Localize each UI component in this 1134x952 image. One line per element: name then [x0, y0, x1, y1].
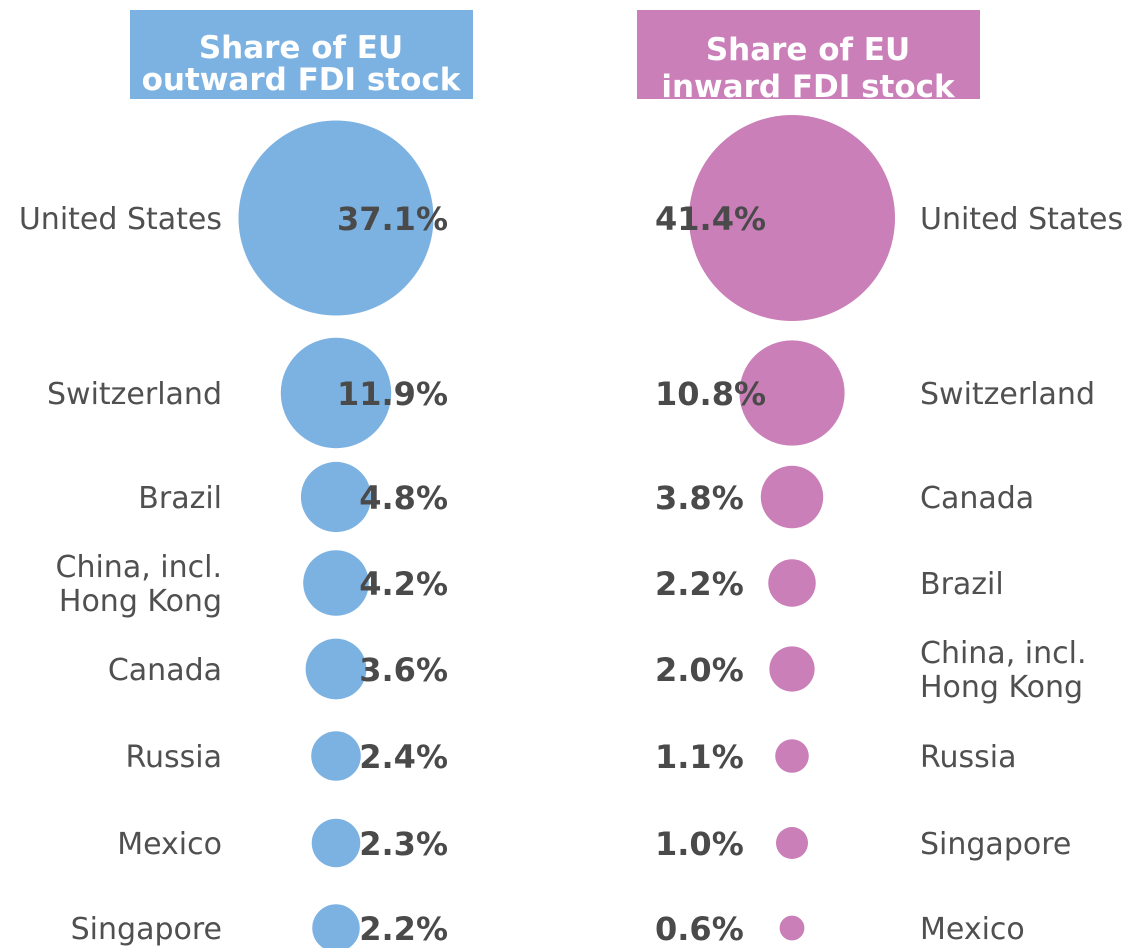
- outward-country-label-china-incl-hong-kong-line-2: Hong Kong: [59, 584, 222, 619]
- inward-bubble-mexico: [779, 915, 805, 941]
- outward-bubble-russia: [311, 731, 361, 781]
- inward-country-label-united-states: United States: [920, 202, 1123, 237]
- outward-country-label-united-states: United States: [19, 202, 222, 237]
- inward-value-label-mexico: 0.6%: [655, 910, 744, 948]
- outward-country-label-russia: Russia: [126, 740, 223, 775]
- outward-value-label-russia: 2.4%: [359, 738, 448, 776]
- inward-bubble-united-states: [689, 115, 895, 321]
- inward-country-label-singapore: Singapore: [920, 827, 1071, 862]
- inward-country-label-mexico: Mexico: [920, 912, 1025, 947]
- outward-bubble-switzerland: [280, 337, 392, 449]
- outward-country-label-brazil: Brazil: [138, 481, 222, 516]
- inward-country-label-switzerland: Switzerland: [920, 377, 1095, 412]
- inward-country-label-russia: Russia: [920, 740, 1017, 775]
- inward-value-label-china-incl-hong-kong: 2.0%: [655, 651, 744, 689]
- inward-bubble-russia: [775, 739, 809, 773]
- outward-country-label-canada: Canada: [108, 653, 222, 688]
- outward-country-label-mexico: Mexico: [117, 827, 222, 862]
- inward-header-title-line-1: Share of EU: [706, 32, 910, 68]
- inward-country-label-brazil: Brazil: [920, 567, 1004, 602]
- outward-value-label-singapore: 2.2%: [359, 910, 448, 948]
- outward-bubble-singapore: [312, 904, 360, 952]
- outward-value-label-brazil: 4.8%: [359, 479, 448, 517]
- outward-value-label-switzerland: 11.9%: [337, 375, 448, 413]
- outward-value-label-china-incl-hong-kong: 4.2%: [359, 565, 448, 603]
- outward-country-label-china-incl-hong-kong-line-1: China, incl.: [56, 550, 222, 585]
- inward-bubble-china-incl-hong-kong: [769, 646, 815, 692]
- inward-value-label-russia: 1.1%: [655, 738, 744, 776]
- outward-bubble-brazil: [300, 461, 372, 533]
- inward-bubble-canada: [760, 465, 824, 529]
- outward-header-box: [130, 10, 473, 99]
- outward-value-label-canada: 3.6%: [359, 651, 448, 689]
- inward-header-title-line-2: inward FDI stock: [661, 69, 956, 105]
- inward-bubble-singapore: [775, 826, 809, 860]
- outward-country-label-singapore: Singapore: [71, 912, 222, 947]
- outward-header-title-line-1: Share of EU: [199, 30, 403, 66]
- inward-country-label-china-incl-hong-kong-line-2: Hong Kong: [920, 670, 1083, 705]
- inward-value-label-switzerland: 10.8%: [655, 375, 766, 413]
- inward-country-label-china-incl-hong-kong-line-1: China, incl.: [920, 636, 1086, 671]
- outward-country-label-switzerland: Switzerland: [47, 377, 222, 412]
- outward-bubble-mexico: [311, 818, 361, 868]
- outward-bubble-china-incl-hong-kong: [303, 550, 369, 616]
- outward-value-label-mexico: 2.3%: [359, 825, 448, 863]
- outward-bubble-united-states: [238, 120, 434, 316]
- outward-bubble-canada: [305, 638, 367, 700]
- inward-value-label-brazil: 2.2%: [655, 565, 744, 603]
- inward-header-box: [637, 10, 980, 99]
- outward-header-title-line-2: outward FDI stock: [142, 62, 462, 98]
- inward-country-label-canada: Canada: [920, 481, 1034, 516]
- inward-bubble-switzerland: [739, 340, 845, 446]
- inward-value-label-singapore: 1.0%: [655, 825, 744, 863]
- inward-value-label-united-states: 41.4%: [655, 200, 766, 238]
- inward-value-label-canada: 3.8%: [655, 479, 744, 517]
- inward-bubble-brazil: [768, 559, 816, 607]
- outward-value-label-united-states: 37.1%: [337, 200, 448, 238]
